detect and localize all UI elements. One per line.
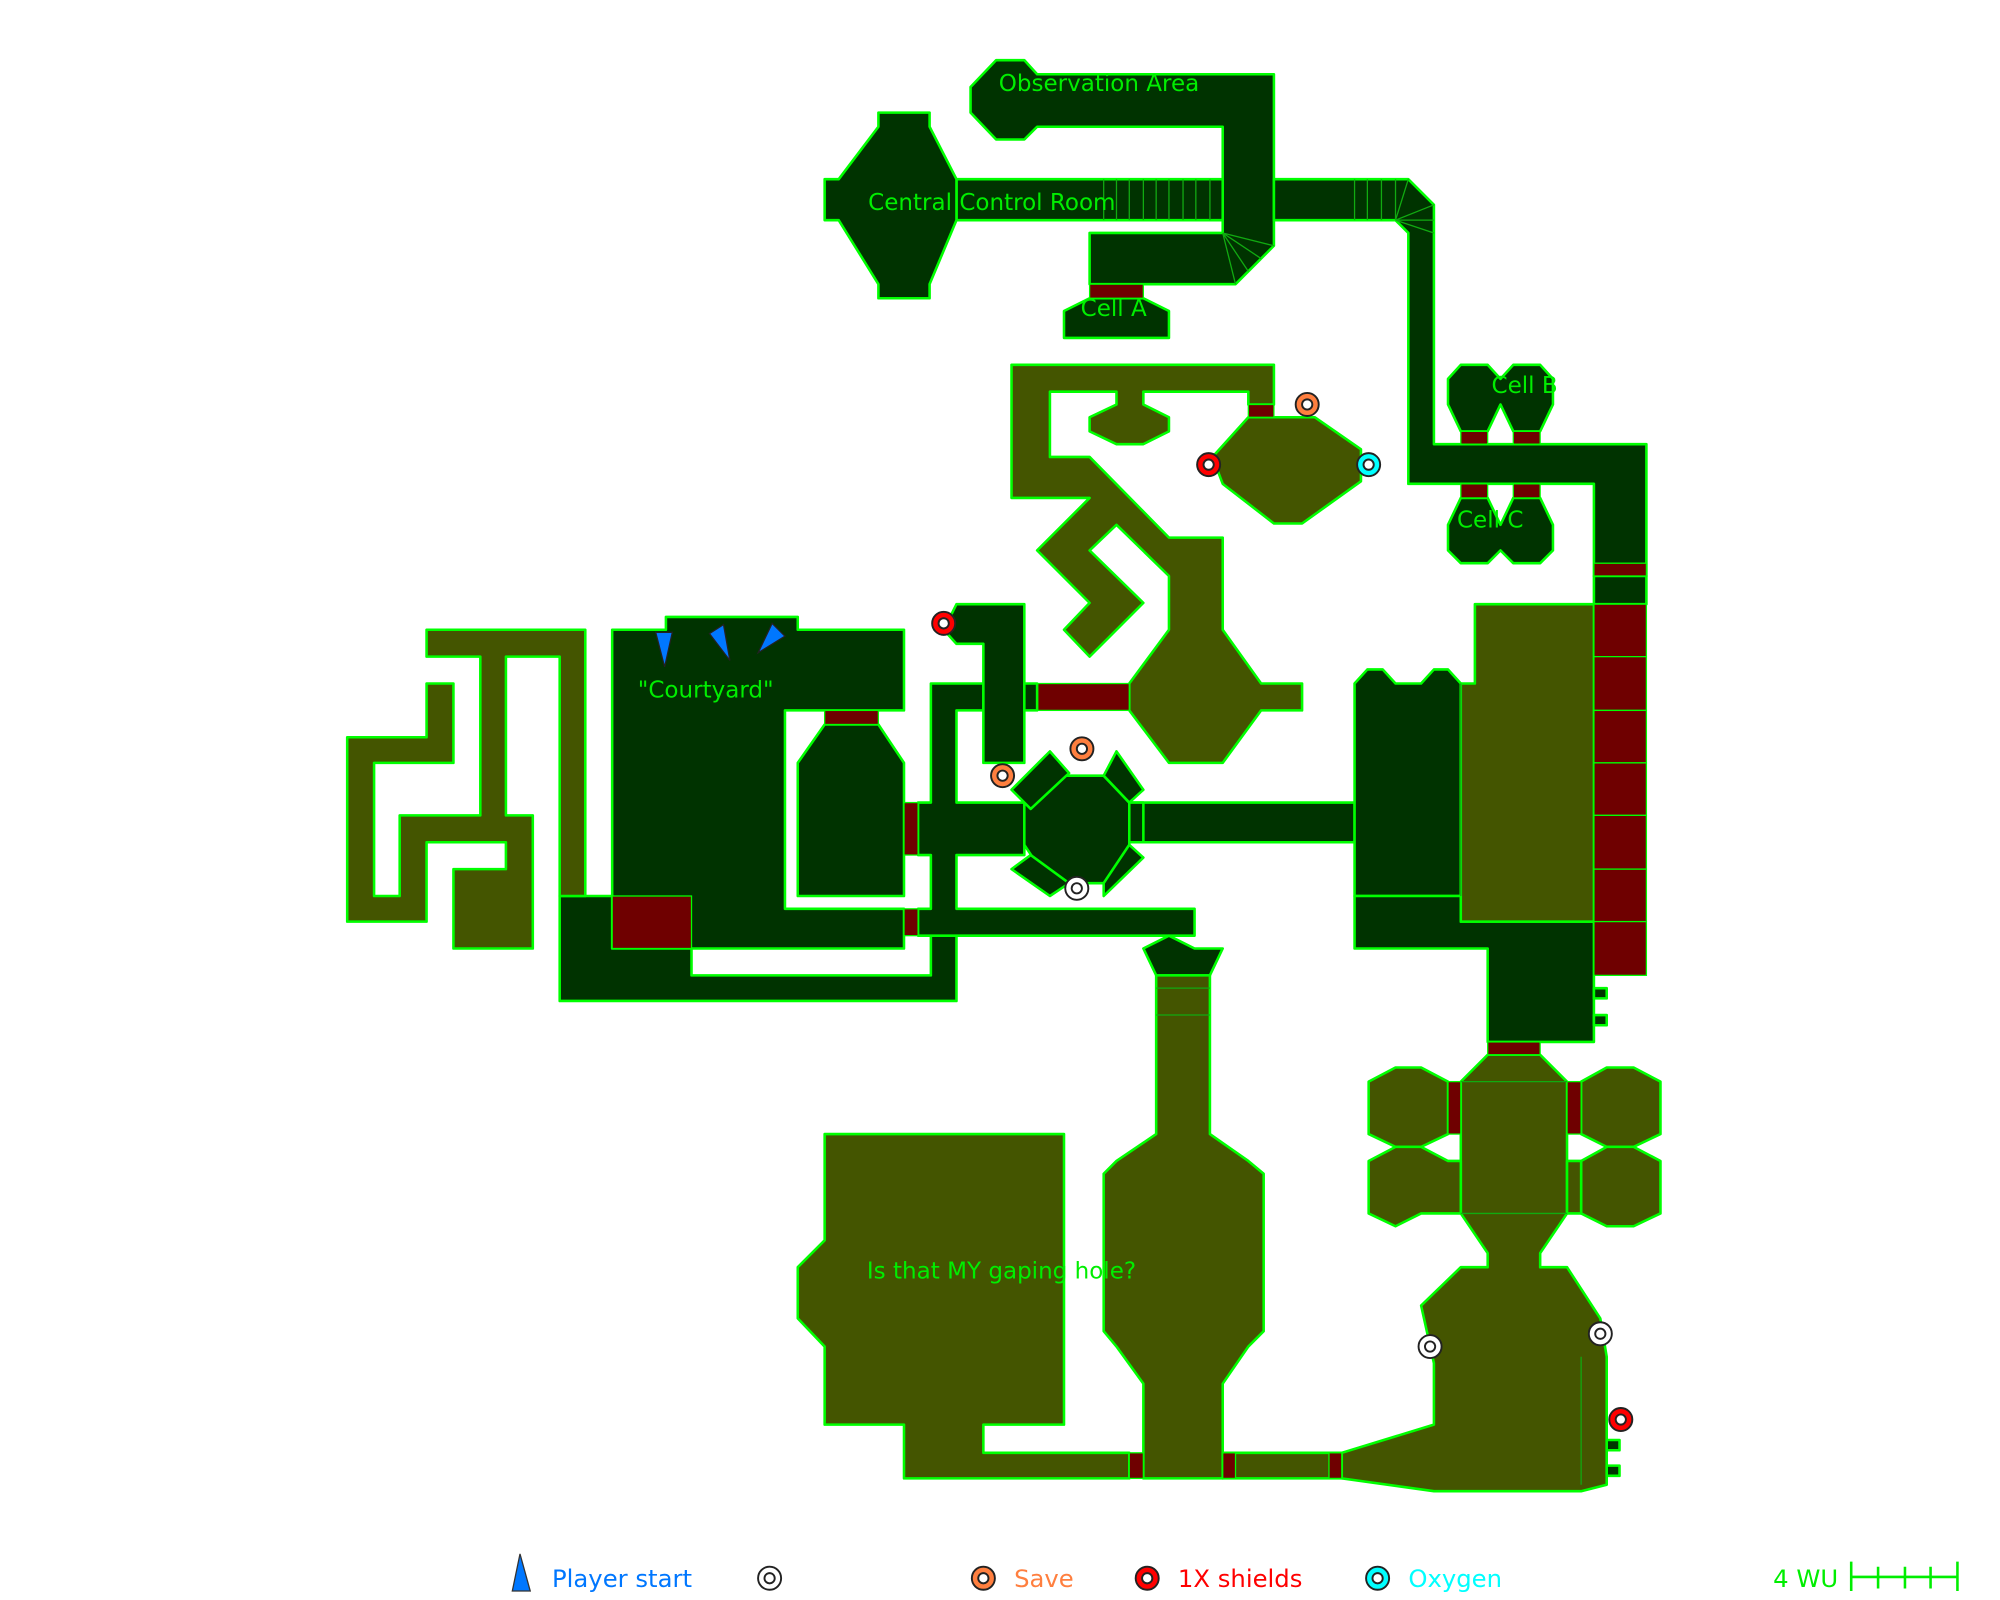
pattern-buffer-legend-icon: [757, 1565, 783, 1591]
doors: [611, 283, 1648, 1480]
octagon-room: [1211, 416, 1363, 525]
save-icon[interactable]: [1069, 736, 1095, 762]
door[interactable]: [1128, 801, 1145, 844]
shields-icon[interactable]: [1196, 452, 1222, 478]
pod: [1579, 1066, 1662, 1149]
oxygen-legend-icon: [1365, 1565, 1391, 1591]
oxygen-icon[interactable]: [1356, 452, 1382, 478]
door[interactable]: [1512, 483, 1541, 499]
south-shaft: [1102, 974, 1265, 1480]
door[interactable]: [1566, 1080, 1582, 1135]
player-start-legend-icon: [511, 1553, 532, 1592]
central-control-room: [823, 111, 958, 300]
wall-stub: [1605, 1464, 1621, 1478]
scale-label: 4 WU: [1773, 1564, 1838, 1593]
wall-stub: [1605, 1438, 1621, 1452]
door[interactable]: [1487, 1041, 1541, 1056]
door[interactable]: [824, 709, 880, 726]
player-starts: [654, 622, 786, 668]
funnel-room: [1142, 934, 1224, 977]
legend: Player start Save 1X shields Oxygen 4 WU: [511, 1553, 1959, 1593]
cell-a-label: Cell A: [1081, 296, 1147, 322]
east-link: [1128, 801, 1356, 844]
door[interactable]: [1460, 483, 1489, 499]
door[interactable]: [1447, 1080, 1462, 1135]
pod: [1579, 1145, 1662, 1228]
door[interactable]: [1128, 1452, 1144, 1480]
east-olive-room: [1459, 602, 1596, 923]
pod: [1367, 1066, 1450, 1149]
gaping-hole-label: Is that MY gaping hole?: [867, 1259, 1136, 1285]
door[interactable]: [1593, 868, 1648, 923]
door[interactable]: [1593, 656, 1648, 712]
door[interactable]: [903, 908, 919, 937]
great-hall: [1353, 668, 1463, 898]
courtyard-label: "Courtyard": [638, 678, 774, 704]
door[interactable]: [1023, 682, 1039, 712]
door[interactable]: [1593, 709, 1648, 764]
door[interactable]: [1593, 814, 1648, 870]
shields-icon[interactable]: [931, 610, 957, 636]
door[interactable]: [1036, 682, 1130, 712]
east-shaft: [1592, 574, 1648, 606]
hub-flipper: [1010, 750, 1071, 811]
pod: [1367, 1145, 1463, 1228]
courtyard-room: [610, 615, 906, 950]
door[interactable]: [1593, 920, 1648, 976]
pattern-buffer-icon[interactable]: [1587, 1321, 1613, 1347]
cell-c-label: Cell C: [1457, 507, 1523, 533]
cell-b-label: Cell B: [1492, 373, 1558, 399]
items: [931, 392, 1634, 1432]
inner-room: [796, 723, 906, 898]
player-start-icon: [654, 631, 674, 668]
observation-area-label: Observation Area: [999, 71, 1200, 97]
wall-stub: [1592, 986, 1608, 1000]
olive-rooms: [345, 363, 1662, 1493]
door[interactable]: [1565, 1159, 1583, 1215]
cell-c-room: [1446, 496, 1555, 565]
legend-oxygen: Oxygen: [1408, 1564, 1502, 1593]
door[interactable]: [903, 801, 919, 856]
hub-flipper: [1102, 843, 1145, 898]
pattern-buffer-icon[interactable]: [1417, 1334, 1443, 1360]
door[interactable]: [1593, 762, 1648, 816]
save-icon[interactable]: [1294, 392, 1320, 417]
hub-flipper: [1102, 750, 1145, 804]
west-maze: [345, 628, 587, 950]
stair-lines: [1103, 179, 1582, 1485]
wall-stub: [1592, 1013, 1608, 1027]
south-corridor: [1221, 1451, 1344, 1480]
north-winding-room: [1010, 363, 1304, 765]
shields-icon[interactable]: [1608, 1407, 1634, 1432]
dark-rooms: [479, 58, 1648, 1044]
central-control-room-label: Central Control Room: [868, 190, 1115, 216]
door[interactable]: [1593, 603, 1648, 658]
player-start-icon: [708, 623, 731, 661]
door[interactable]: [1593, 562, 1648, 577]
door[interactable]: [1247, 403, 1275, 418]
room-labels: Observation Area Central Control Room Ce…: [638, 71, 1558, 1285]
door[interactable]: [611, 895, 693, 950]
door[interactable]: [1088, 283, 1144, 299]
pattern-buffer-icon[interactable]: [1064, 875, 1090, 901]
save-icon[interactable]: [990, 763, 1016, 789]
scale-bar: [1849, 1561, 1959, 1592]
door[interactable]: [1512, 430, 1541, 445]
legend-shields: 1X shields: [1178, 1564, 1303, 1593]
legend-save: Save: [1014, 1564, 1074, 1593]
save-legend-icon: [970, 1565, 996, 1591]
player-start-icon: [756, 622, 786, 655]
gaping-hole-room: [796, 1132, 1131, 1480]
observation-area-room: [969, 58, 1276, 286]
shields-legend-icon: [1134, 1565, 1160, 1591]
door[interactable]: [1460, 430, 1489, 445]
door[interactable]: [1222, 1452, 1237, 1480]
door[interactable]: [1328, 1452, 1343, 1480]
legend-player-start: Player start: [552, 1564, 692, 1593]
